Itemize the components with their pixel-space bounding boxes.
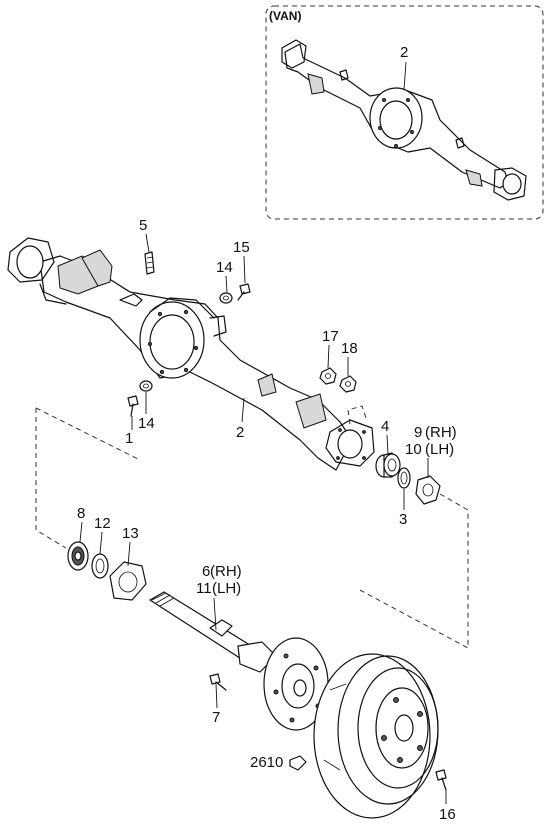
- axle-flange-part: [263, 637, 329, 731]
- van-inset-frame: [265, 5, 544, 220]
- bracket-9-10-part: [415, 475, 441, 505]
- bearing-4-part: [375, 452, 401, 478]
- van-axle-housing: [281, 39, 527, 201]
- callout-14-top: 14: [216, 259, 233, 276]
- callout-3: 3: [399, 511, 407, 528]
- callout-16: 16: [439, 806, 456, 823]
- callout-12: 12: [94, 515, 111, 532]
- axle-shaft-part: [149, 591, 277, 673]
- van-inset: (VAN) 2: [265, 5, 544, 220]
- callout-10-side: (LH): [425, 441, 454, 458]
- callout-9-side: (RH): [425, 424, 457, 441]
- washer-14-left-part: [139, 380, 153, 392]
- screw-16-part: [435, 769, 447, 791]
- assembly-guide-lines: [35, 405, 469, 649]
- nut-17-part: [319, 367, 337, 385]
- bolt-15-part: [237, 283, 251, 301]
- callout-8: 8: [77, 505, 85, 522]
- callout-2610: 2610: [250, 754, 283, 771]
- callout-11-side: (LH): [212, 580, 241, 597]
- callout-14-left: 14: [138, 415, 155, 432]
- callout-1: 1: [125, 430, 133, 447]
- plug-2610-part: [289, 755, 307, 771]
- callout-10: 10: [405, 441, 422, 458]
- bearing-8-part: [67, 541, 89, 571]
- brake-drum-part: [313, 653, 439, 819]
- bolt-1-part: [127, 395, 139, 417]
- breather-part: [144, 251, 155, 275]
- callout-9: 9: [414, 424, 422, 441]
- nut-18-part: [339, 375, 357, 393]
- callout-18: 18: [341, 340, 358, 357]
- callout-5: 5: [139, 217, 147, 234]
- callout-13: 13: [122, 525, 139, 542]
- callout-7: 7: [212, 709, 220, 726]
- callout-2-van: 2: [400, 44, 408, 61]
- washer-14-top-part: [219, 292, 233, 304]
- callout-6-side: (RH): [210, 563, 242, 580]
- callout-6: 6: [202, 563, 210, 580]
- bolt-7-part: [209, 673, 227, 691]
- ring-12-part: [91, 553, 109, 579]
- retainer-13-part: [109, 561, 147, 601]
- van-label: (VAN): [269, 9, 301, 23]
- callout-4: 4: [381, 418, 389, 435]
- seal-3-part: [397, 467, 411, 489]
- callout-11: 11: [196, 580, 212, 597]
- callout-17: 17: [322, 328, 339, 345]
- callout-2-main: 2: [236, 424, 244, 441]
- axle-housing: [7, 237, 375, 471]
- callout-15: 15: [233, 239, 250, 256]
